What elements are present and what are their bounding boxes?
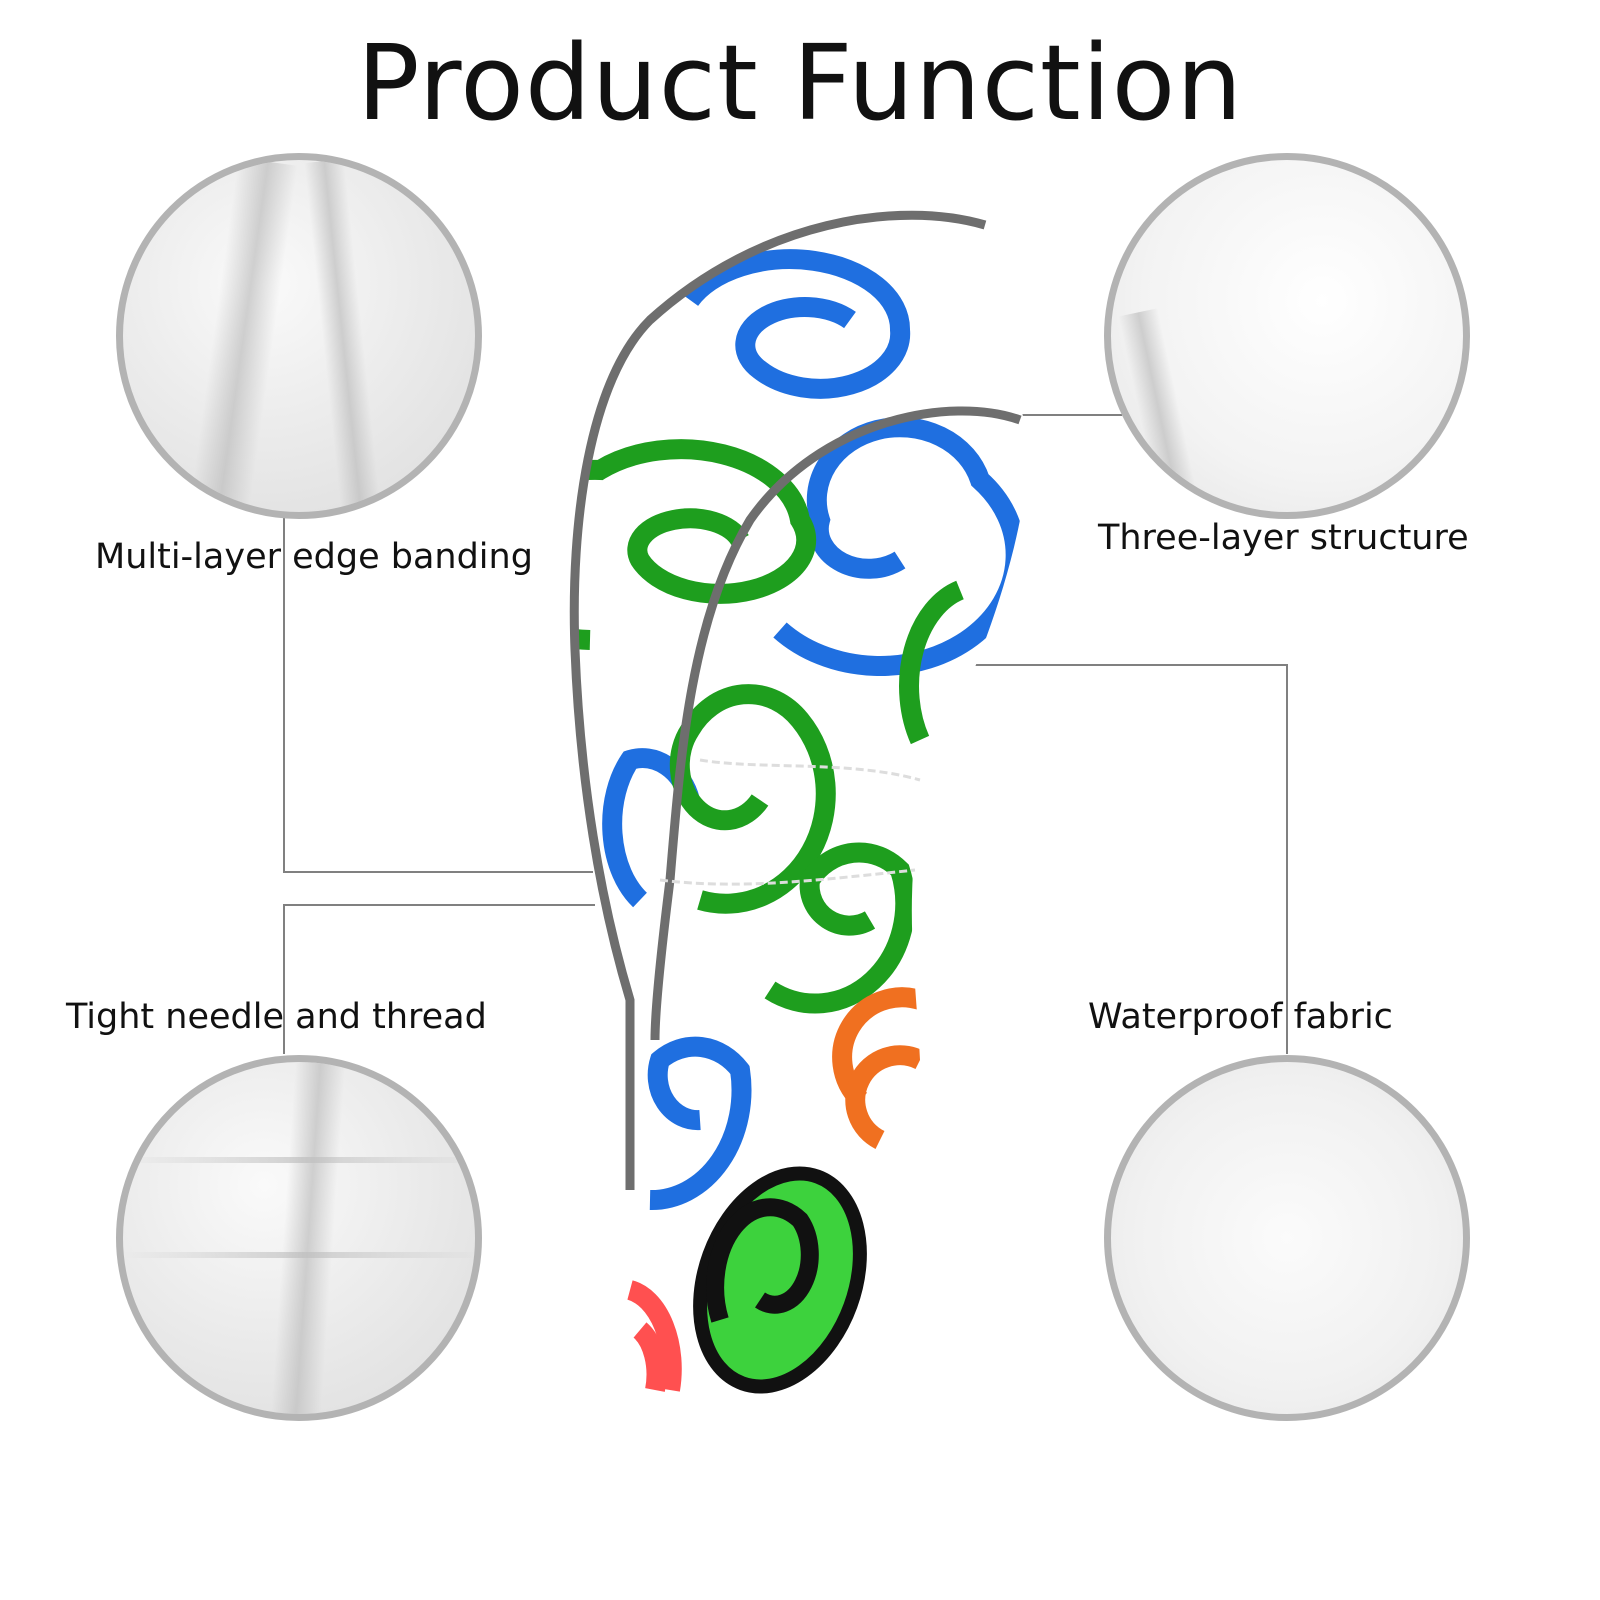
connector-line [283,871,593,873]
three-layer-detail-image [1104,153,1470,519]
swirl-black-green [693,1166,867,1394]
waterproof-detail-image [1104,1055,1470,1421]
connector-line [283,904,595,906]
connector-line [283,513,285,873]
feature-label-three-layer: Three-layer structure [1098,518,1469,558]
edge-trim [650,406,1022,1041]
feature-label-waterproof: Waterproof fabric [1088,997,1393,1037]
edge-trim [569,210,987,1190]
edge-banding-detail-image [116,153,482,519]
needle-thread-detail-image [116,1055,482,1421]
connector-line [283,904,285,1054]
feature-label-needle-thread: Tight needle and thread [66,997,487,1037]
connector-line [1286,664,1288,1054]
connector-line [1022,414,1122,416]
page-title: Product Function [356,22,1244,144]
connector-line [895,664,1288,666]
feature-label-edge-banding: Multi-layer edge banding [95,537,533,577]
